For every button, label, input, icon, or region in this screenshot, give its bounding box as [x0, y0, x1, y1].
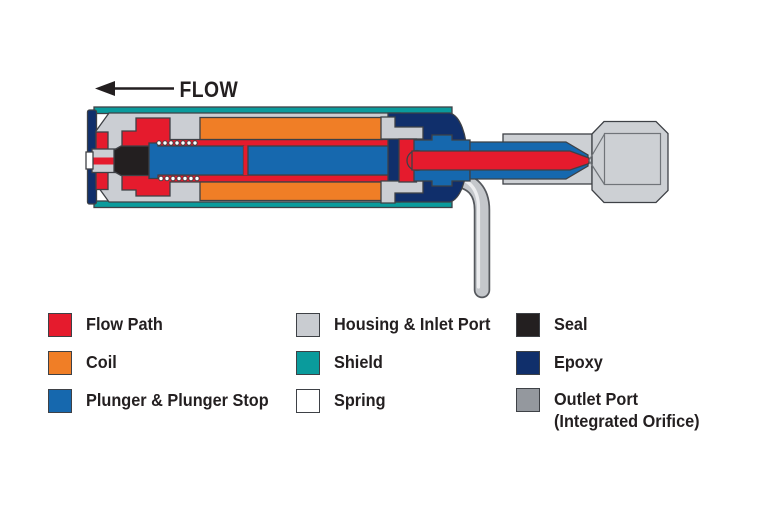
spring-swatch [296, 388, 320, 413]
shield-swatch [296, 350, 320, 375]
bobbin-flange-top [380, 116, 424, 140]
spring-top [156, 140, 198, 146]
spring-bottom [158, 175, 200, 182]
legend-label: Outlet Port [554, 389, 639, 409]
legend-column-3: Seal Epoxy Outlet Port (Integrated Orifi… [516, 312, 711, 432]
flow-arrow-icon [95, 81, 115, 96]
seal-swatch [516, 312, 540, 337]
outlet-port-block [591, 120, 669, 204]
legend-label: Shield [334, 352, 383, 372]
legend-item-spring: Spring [296, 388, 502, 413]
legend-label: Flow Path [86, 314, 163, 334]
flow-direction: FLOW [95, 78, 238, 102]
outlet-port-cavity [603, 132, 662, 186]
plunger-gap [243, 146, 248, 175]
legend-item-seal: Seal [516, 312, 711, 337]
legend-label: Plunger & Plunger Stop [86, 390, 269, 410]
housing-swatch [296, 312, 320, 337]
legend-item-flow-path: Flow Path [48, 312, 282, 337]
legend-label: Spring [334, 390, 386, 410]
legend-label: Coil [86, 352, 117, 372]
outlet-port-swatch [516, 388, 540, 412]
legend-label: Epoxy [554, 352, 603, 372]
plunger-swatch [48, 388, 72, 413]
legend-item-shield: Shield [296, 350, 502, 375]
legend-item-epoxy: Epoxy [516, 350, 711, 375]
legend-item-coil: Coil [48, 350, 282, 375]
coil-swatch [48, 350, 72, 375]
flow-label: FLOW [180, 78, 239, 102]
inlet-flow-channel [92, 157, 117, 165]
plunger-stop [247, 145, 400, 176]
legend-column-2: Housing & Inlet Port Shield Spring [296, 312, 502, 413]
epoxy-swatch [516, 350, 540, 375]
legend-label: Housing & Inlet Port [334, 314, 491, 334]
legend-item-plunger: Plunger & Plunger Stop [48, 388, 282, 413]
coil-bottom [199, 181, 383, 202]
inlet-orifice [85, 151, 94, 170]
plunger [148, 142, 245, 180]
legend-sublabel: (Integrated Orifice) [554, 411, 700, 431]
flow-path-outlet [411, 150, 590, 171]
legend-label: Seal [554, 314, 588, 334]
legend-column-1: Flow Path Coil Plunger & Plunger Stop [48, 312, 282, 413]
seal [113, 145, 153, 177]
flow-path-swatch [48, 312, 72, 337]
legend-item-housing: Housing & Inlet Port [296, 312, 502, 337]
bobbin-flange-bottom [380, 180, 424, 204]
legend-item-outlet-port: Outlet Port (Integrated Orifice) [516, 388, 711, 432]
orifice-cone-lines [588, 133, 606, 185]
coil-top [199, 116, 383, 141]
